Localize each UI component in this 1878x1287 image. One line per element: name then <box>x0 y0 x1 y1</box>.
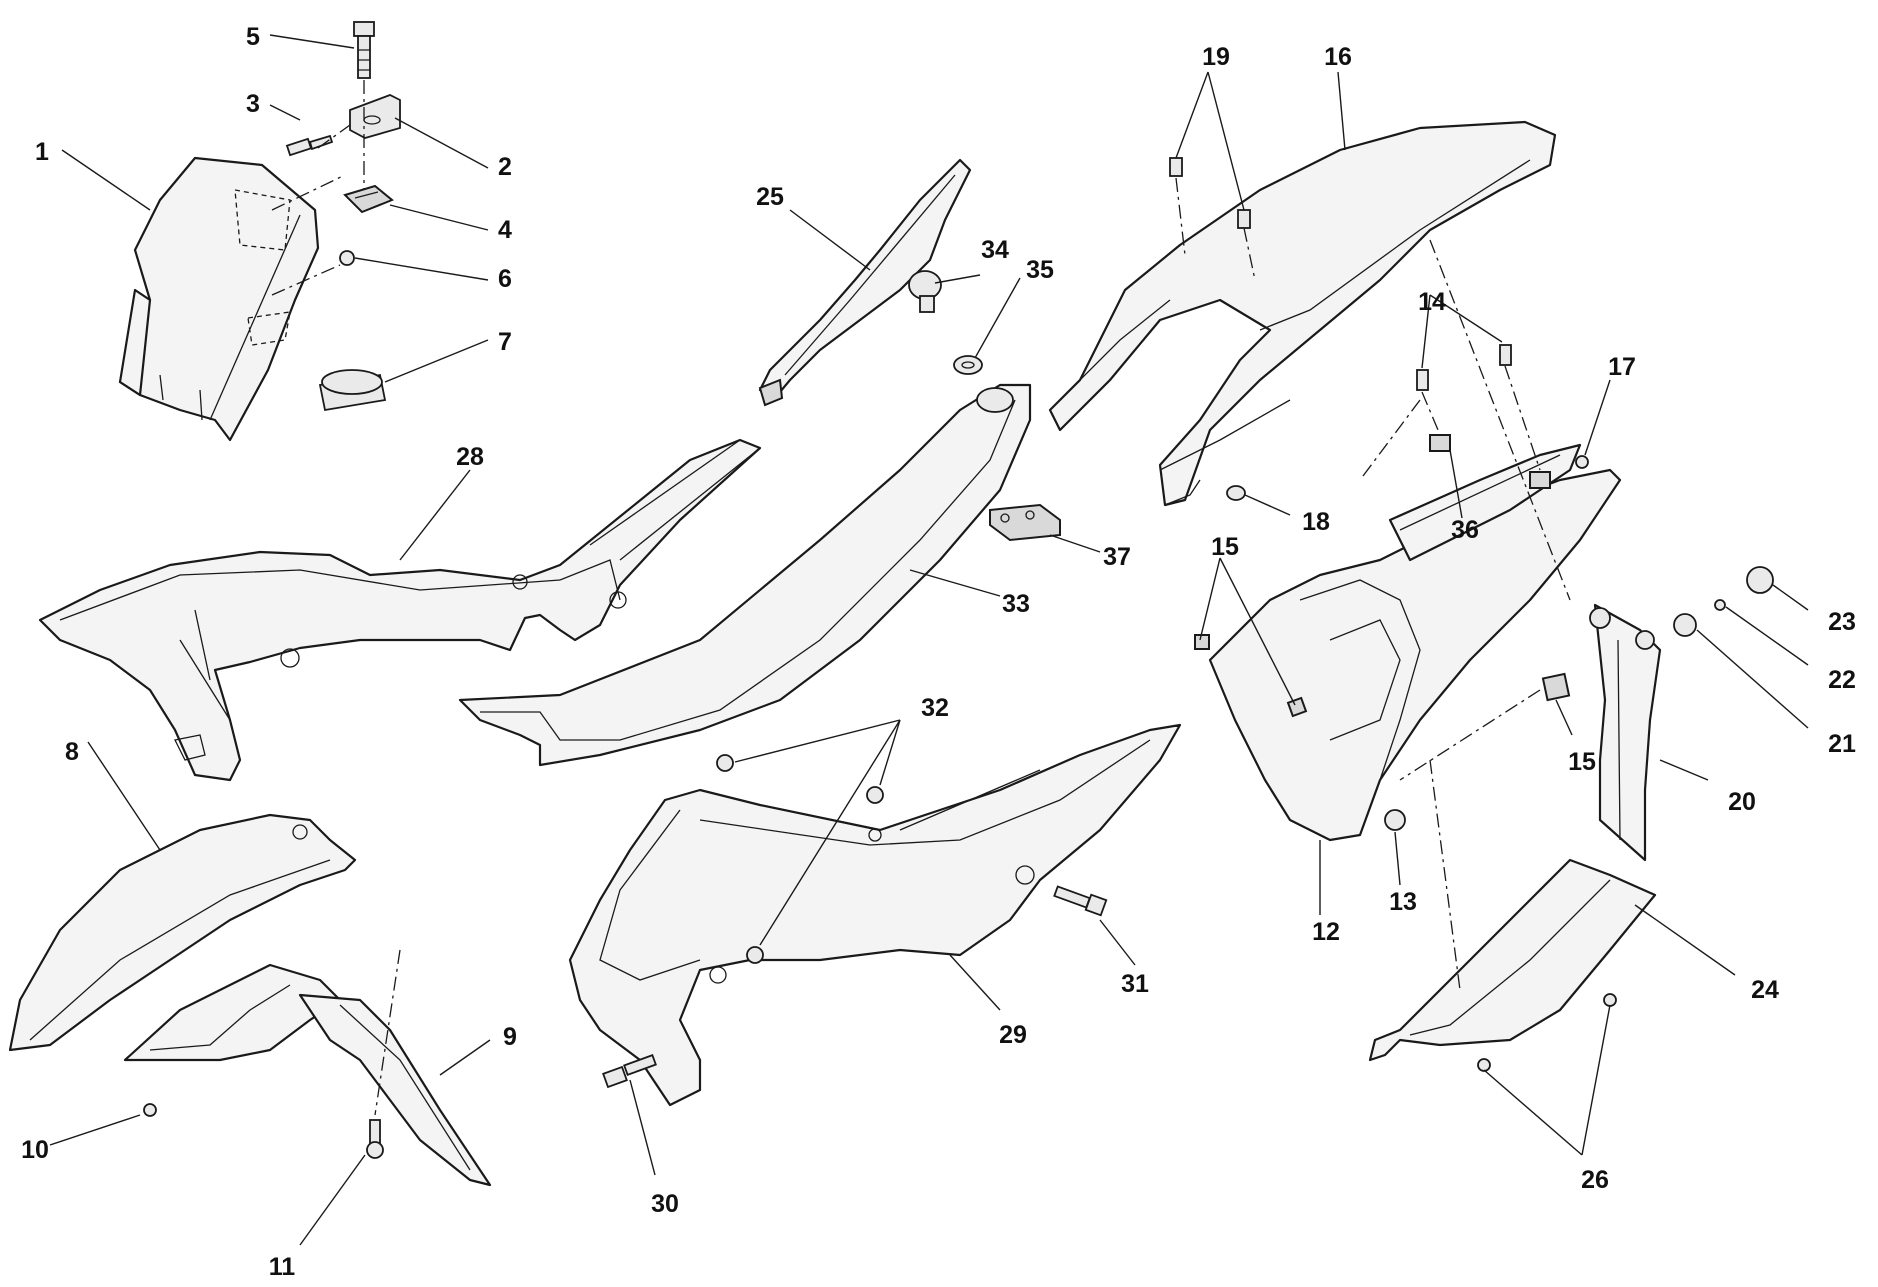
callout-14: 14 <box>1418 288 1446 316</box>
callout-12: 12 <box>1312 918 1340 946</box>
callout-15-left: 15 <box>1211 533 1239 561</box>
callout-21: 21 <box>1828 730 1856 758</box>
callout-34: 34 <box>981 236 1009 264</box>
callout-9: 9 <box>503 1023 517 1051</box>
callout-25: 25 <box>756 183 784 211</box>
part-32-screws <box>716 754 884 964</box>
part-30-bolt <box>602 1054 657 1089</box>
callout-30: 30 <box>651 1190 679 1218</box>
part-37-bumper <box>989 503 1061 542</box>
part-10-screw <box>143 1103 157 1117</box>
callout-28: 28 <box>456 443 484 471</box>
callout-22: 22 <box>1828 666 1856 694</box>
part-21-22-23-hardware <box>1673 566 1774 637</box>
callout-labels: 1 2 3 4 5 6 7 8 9 10 11 12 13 14 15 15 1… <box>21 23 1856 1281</box>
part-17-screw <box>1575 455 1589 469</box>
part-34-cap <box>908 270 942 313</box>
callout-10: 10 <box>21 1136 49 1164</box>
callout-23: 23 <box>1828 608 1856 636</box>
part-2-bracket <box>349 94 401 139</box>
part-31-bolt <box>1053 885 1108 917</box>
callout-3: 3 <box>246 90 260 118</box>
callout-4: 4 <box>498 216 512 244</box>
part-12-rear-undertray <box>1194 468 1622 842</box>
callout-35: 35 <box>1026 256 1054 284</box>
callout-6: 6 <box>498 265 512 293</box>
part-7-grommet <box>318 369 387 412</box>
callout-37: 37 <box>1103 543 1131 571</box>
callout-8: 8 <box>65 738 79 766</box>
callout-32: 32 <box>921 694 949 722</box>
callout-31: 31 <box>1121 970 1149 998</box>
callout-5: 5 <box>246 23 260 51</box>
part-25-trim-panel <box>758 158 972 407</box>
callout-17: 17 <box>1608 353 1636 381</box>
part-15-clip-right <box>1541 672 1571 702</box>
part-20-side-cover <box>1589 603 1662 862</box>
callout-16: 16 <box>1324 43 1352 71</box>
callout-19: 19 <box>1202 43 1230 71</box>
callout-15-right: 15 <box>1568 748 1596 776</box>
part-29-lower-side-panel <box>568 723 1182 1107</box>
part-1-headlight-fairing <box>118 156 320 442</box>
callout-20: 20 <box>1728 788 1756 816</box>
part-9-front-mudguard <box>123 963 492 1187</box>
part-33-seat <box>458 383 1032 767</box>
callout-13: 13 <box>1389 888 1417 916</box>
callout-33: 33 <box>1002 590 1030 618</box>
callout-7: 7 <box>498 328 512 356</box>
part-35-washer <box>953 355 983 375</box>
part-18-washer <box>1226 485 1246 501</box>
part-11-bolt <box>366 1119 384 1159</box>
callout-24: 24 <box>1751 976 1779 1004</box>
part-28-front-side-panel <box>38 438 762 782</box>
part-19-screws <box>1169 157 1251 229</box>
part-5-bolt <box>353 21 375 79</box>
part-24-rear-panel <box>1368 858 1657 1062</box>
callout-1: 1 <box>35 138 49 166</box>
callout-26: 26 <box>1581 1166 1609 1194</box>
callout-18: 18 <box>1302 508 1330 536</box>
part-8-front-fender <box>8 813 357 1052</box>
part-13-bolt <box>1384 809 1406 831</box>
part-26-screws <box>1477 993 1617 1072</box>
callout-29: 29 <box>999 1021 1027 1049</box>
part-16-tail-fairing <box>1048 120 1557 507</box>
part-3-bolt <box>285 134 334 157</box>
leader-lines <box>49 34 1809 1246</box>
part-14-screws <box>1416 344 1551 489</box>
part-6-screw <box>339 250 355 266</box>
part-4-nut <box>343 184 394 214</box>
callout-11: 11 <box>269 1253 296 1281</box>
callout-2: 2 <box>498 153 512 181</box>
callout-36: 36 <box>1451 516 1479 544</box>
